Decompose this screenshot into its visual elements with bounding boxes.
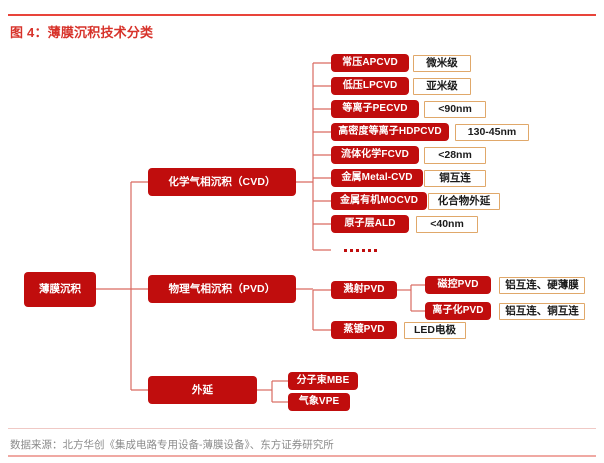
node-cvd-child-fcvd[interactable]: 流体化学FCVD	[331, 146, 419, 164]
node-sputter-child-ionized[interactable]: 离子化PVD	[425, 302, 491, 320]
node-epitaxy[interactable]: 外延	[148, 376, 257, 404]
source-note: 数据来源：北方华创《集成电路专用设备-薄膜设备》、东方证券研究所	[10, 439, 334, 451]
node-pvd-child-evaporation[interactable]: 蒸镀PVD	[331, 321, 397, 339]
tag-hdpcvd: 130-45nm	[455, 124, 529, 141]
node-root[interactable]: 薄膜沉积	[24, 272, 96, 307]
tag-lpcvd: 亚米级	[413, 78, 471, 95]
footer-rule-top	[8, 428, 596, 429]
tag-fcvd: <28nm	[424, 147, 486, 164]
node-cvd[interactable]: 化学气相沉积（CVD）	[148, 168, 296, 196]
tag-pecvd: <90nm	[424, 101, 486, 118]
header-rule	[8, 14, 596, 16]
node-pvd-child-sputter[interactable]: 溅射PVD	[331, 281, 397, 299]
node-cvd-child-lpcvd[interactable]: 低压LPCVD	[331, 77, 409, 95]
node-sputter-child-magnetron[interactable]: 磁控PVD	[425, 276, 491, 294]
node-epitaxy-child-mbe[interactable]: 分子束MBE	[288, 372, 358, 390]
tag-ald: <40nm	[416, 216, 478, 233]
footer-rule	[8, 455, 596, 457]
node-cvd-child-pecvd[interactable]: 等离子PECVD	[331, 100, 419, 118]
tag-mocvd: 化合物外延	[428, 193, 500, 210]
node-pvd[interactable]: 物理气相沉积（PVD）	[148, 275, 296, 303]
node-cvd-child-ellipsis	[344, 249, 377, 252]
node-epitaxy-child-vpe[interactable]: 气象VPE	[288, 393, 350, 411]
tag-metalcvd: 铜互连	[424, 170, 486, 187]
node-cvd-child-apcvd[interactable]: 常压APCVD	[331, 54, 409, 72]
tag-evaporation: LED电极	[404, 322, 466, 339]
node-cvd-child-ald[interactable]: 原子层ALD	[331, 215, 409, 233]
node-cvd-child-metalcvd[interactable]: 金属Metal-CVD	[331, 169, 423, 187]
tag-magnetron: 铝互连、硬薄膜	[499, 277, 585, 294]
figure-title: 图 4：薄膜沉积技术分类	[10, 25, 154, 40]
tag-apcvd: 微米级	[413, 55, 471, 72]
node-cvd-child-mocvd[interactable]: 金属有机MOCVD	[331, 192, 427, 210]
tag-ionized: 铝互连、铜互连	[499, 303, 585, 320]
node-cvd-child-hdpcvd[interactable]: 高密度等离子HDPCVD	[331, 123, 449, 141]
